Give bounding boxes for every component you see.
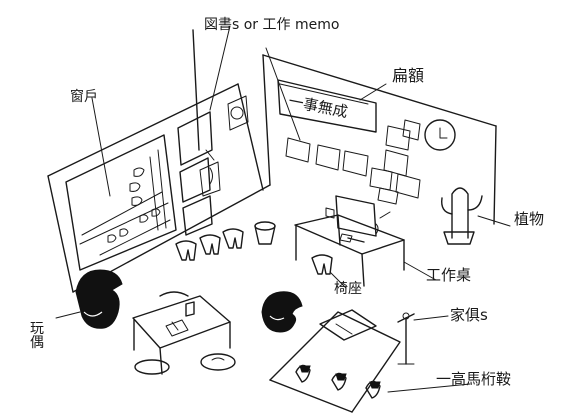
label-plant: 植物 [514, 210, 545, 228]
back-wall [73, 55, 496, 292]
window-sketch [66, 135, 176, 270]
penguin-plush-right [262, 292, 302, 332]
floor-cushions-sketch [135, 292, 235, 374]
label-window: 窗戶 [70, 89, 98, 105]
label-desk: 工作桌 [426, 266, 472, 284]
desk-sketch [295, 196, 404, 286]
label-leader-lines [56, 26, 510, 392]
label-books-memo: 図書s or 工作 memo [204, 17, 340, 33]
label-pillows: 一高馬桁鞍 [436, 370, 512, 388]
books-memo-pointer [266, 48, 300, 140]
clock-sketch [425, 120, 455, 150]
wall-books-memos-sketch [178, 30, 248, 235]
cactus-plant-sketch [442, 188, 482, 244]
left-wall [48, 84, 263, 292]
coat-stand-sketch [398, 313, 414, 364]
window-shelf-sketch [100, 168, 170, 255]
stools-sketch [176, 229, 332, 274]
coffee-table-sketch [133, 296, 230, 374]
label-plaque: 扁額 [392, 66, 425, 85]
penguin-plush-left [76, 270, 122, 328]
label-chair: 椅座 [334, 281, 362, 297]
label-furniture: 家俱s [450, 306, 488, 324]
back-wall-memos-sketch [286, 120, 420, 204]
plaque-sketch [278, 80, 376, 132]
bed-sketch [270, 310, 400, 412]
label-play: 玩偶 [30, 321, 44, 351]
wastebasket-sketch [255, 222, 275, 244]
